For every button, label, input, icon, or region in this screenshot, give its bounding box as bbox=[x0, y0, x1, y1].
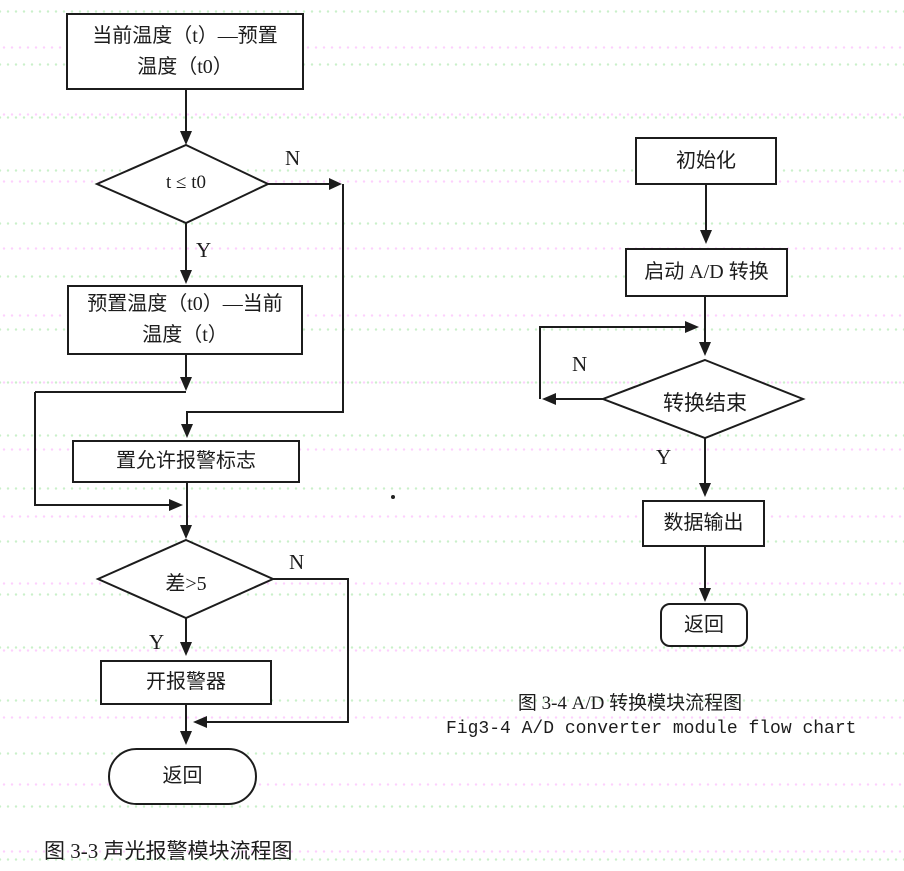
decision1-label: t ≤ t0 bbox=[166, 172, 206, 193]
process-box-output: 数据输出 bbox=[642, 500, 765, 547]
terminal-return-right-label: 返回 bbox=[684, 613, 724, 636]
figure-caption-right-zh: 图 3-4 A/D 转换模块流程图 bbox=[517, 693, 743, 714]
decision2-no-label: N bbox=[289, 550, 305, 574]
arrowhead-right-icon bbox=[685, 321, 699, 333]
process-box-flag: 置允许报警标志 bbox=[72, 440, 300, 483]
process-box-alarm: 开报警器 bbox=[100, 660, 272, 705]
arrowhead-down-icon bbox=[699, 483, 711, 497]
process-box-swap: 预置温度（t0）—当前 温度（t） bbox=[67, 285, 303, 355]
decision2-label: 差>5 bbox=[165, 573, 207, 595]
arrowhead-right-icon bbox=[329, 178, 342, 190]
process-box-swap-line2: 温度（t） bbox=[142, 324, 228, 346]
arrowhead-down-icon bbox=[180, 642, 192, 656]
decisionR-label: 转换结束 bbox=[663, 391, 747, 415]
arrowhead-left-icon bbox=[542, 393, 556, 405]
decision2-yes-label: Y bbox=[149, 630, 165, 654]
terminal-return-right: 返回 bbox=[660, 603, 748, 647]
process-box-start: 当前温度（t）—预置 温度（t0） bbox=[66, 13, 304, 90]
process-box-start-line2: 温度（t0） bbox=[137, 55, 233, 78]
arrowhead-left-icon bbox=[193, 716, 207, 728]
terminal-return-left: 返回 bbox=[108, 748, 257, 805]
figure-caption-right-en: Fig3-4 A/D converter module flow chart bbox=[446, 719, 857, 739]
arrowhead-right-icon bbox=[169, 499, 183, 511]
arrowhead-down-icon bbox=[180, 377, 192, 391]
terminal-return-left-label: 返回 bbox=[162, 765, 203, 787]
process-box-swap-line1: 预置温度（t0）—当前 bbox=[87, 293, 283, 315]
process-box-init: 初始化 bbox=[635, 137, 777, 185]
decision1-yes-label: Y bbox=[196, 238, 212, 262]
process-box-start-ad-label: 启动 A/D 转换 bbox=[644, 261, 769, 283]
arrowhead-down-icon bbox=[180, 131, 192, 145]
scan-speck bbox=[391, 495, 395, 499]
process-box-output-label: 数据输出 bbox=[663, 512, 744, 534]
figure-caption-left: 图 3-3 声光报警模块流程图 bbox=[44, 839, 293, 863]
arrowhead-down-icon bbox=[699, 342, 711, 356]
decision1-no-label: N bbox=[285, 146, 301, 170]
process-box-init-label: 初始化 bbox=[676, 149, 736, 172]
arrowhead-down-icon bbox=[180, 270, 192, 284]
arrowhead-down-icon bbox=[180, 731, 192, 745]
process-box-alarm-label: 开报警器 bbox=[146, 671, 226, 693]
decisionR-yes-label: Y bbox=[656, 445, 672, 469]
arrowhead-down-icon bbox=[699, 588, 711, 602]
process-box-start-line1: 当前温度（t）—预置 bbox=[92, 24, 278, 47]
process-box-start-ad: 启动 A/D 转换 bbox=[625, 248, 788, 297]
arrowhead-down-icon bbox=[180, 525, 192, 539]
process-box-flag-label: 置允许报警标志 bbox=[116, 450, 256, 472]
arrowhead-down-icon bbox=[700, 230, 712, 244]
decisionR-no-label: N bbox=[572, 352, 588, 376]
arrowhead-down-icon bbox=[181, 424, 193, 438]
